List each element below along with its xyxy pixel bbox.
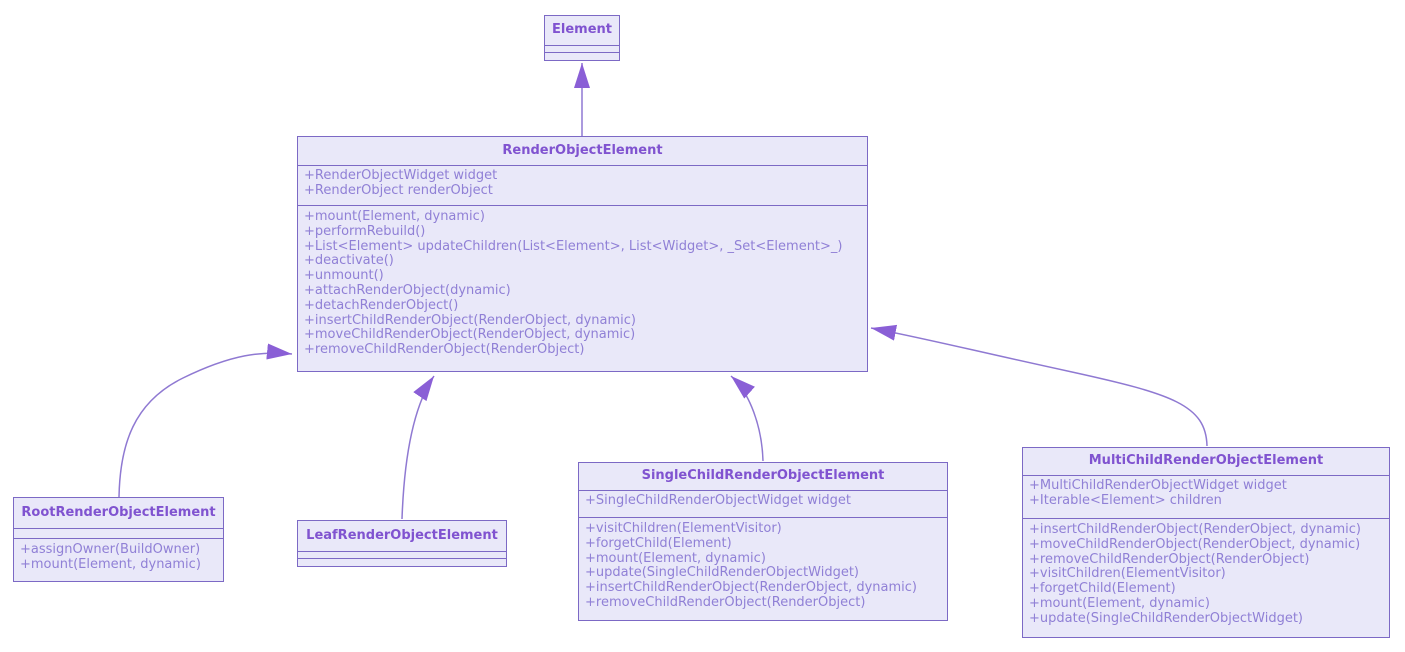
class-method: +assignOwner(BuildOwner) [20,542,201,557]
class-method: +insertChildRenderObject(RenderObject, d… [1029,522,1361,537]
class-method: +insertChildRenderObject(RenderObject, d… [585,580,917,596]
class-methods: +assignOwner(BuildOwner)+mount(Element, … [14,539,223,581]
class-method: +unmount() [304,268,384,284]
class-attribute: +RenderObjectWidget widget [304,168,498,183]
class-method: +removeChildRenderObject(RenderObject) [1029,551,1310,567]
class-attributes: +SingleChildRenderObjectWidget widget [579,491,947,518]
class-methods [298,559,506,566]
class-node-multi-child-render-object-element: MultiChildRenderObjectElement +MultiChil… [1022,447,1390,638]
class-method: +List<Element> updateChildren(List<Eleme… [304,238,843,254]
class-attributes: +MultiChildRenderObjectWidget widget+Ite… [1023,476,1389,519]
class-method: +moveChildRenderObject(RenderObject, dyn… [1029,536,1361,552]
edge-multichildrenderobjectelement-to-renderobjectelement [870,324,1208,447]
class-node-root-render-object-element: RootRenderObjectElement +assignOwner(Bui… [13,497,224,582]
class-name: Element [545,16,619,46]
class-node-element: Element [544,15,620,61]
class-methods: +visitChildren(ElementVisitor)+forgetChi… [579,518,947,620]
edge-leafrenderobjectelement-to-renderobjectelement [401,375,435,520]
class-method: +mount(Element, dynamic) [585,550,766,566]
class-attribute: +RenderObject renderObject [304,182,493,198]
class-method: +update(SingleChildRenderObjectWidget) [1029,610,1303,626]
class-attributes: +RenderObjectWidget widget+RenderObject … [298,166,867,206]
class-name: MultiChildRenderObjectElement [1023,448,1389,476]
class-node-single-child-render-object-element: SingleChildRenderObjectElement +SingleCh… [578,462,948,621]
class-attribute: +Iterable<Element> children [1029,492,1222,508]
class-method: +insertChildRenderObject(RenderObject, d… [304,312,636,328]
class-method: +mount(Element, dynamic) [304,209,485,224]
class-method: +mount(Element, dynamic) [1029,595,1210,611]
class-method: +mount(Element, dynamic) [20,556,201,572]
class-method: +visitChildren(ElementVisitor) [585,521,782,536]
class-methods: +mount(Element, dynamic)+performRebuild(… [298,206,867,371]
class-attribute: +MultiChildRenderObjectWidget widget [1029,478,1287,493]
class-method: +removeChildRenderObject(RenderObject) [304,342,585,358]
class-method: +detachRenderObject() [304,297,459,313]
class-method: +deactivate() [304,253,394,269]
class-attributes [545,46,619,53]
class-node-leaf-render-object-element: LeafRenderObjectElement [297,520,507,567]
class-method: +update(SingleChildRenderObjectWidget) [585,565,859,581]
class-method: +forgetChild(Element) [585,535,732,551]
edge-singlechildrenderobjectelement-to-renderobjectelement [730,375,764,462]
class-name: SingleChildRenderObjectElement [579,463,947,491]
class-method: +visitChildren(ElementVisitor) [1029,566,1226,582]
class-name: LeafRenderObjectElement [298,521,506,552]
class-attributes [298,552,506,559]
class-name: RootRenderObjectElement [14,498,223,529]
class-attribute: +SingleChildRenderObjectWidget widget [585,493,852,508]
class-methods [545,53,619,60]
class-method: +moveChildRenderObject(RenderObject, dyn… [304,327,636,343]
edge-rootrenderobjectelement-to-renderobjectelement [118,343,293,498]
class-method: +removeChildRenderObject(RenderObject) [585,594,866,610]
class-method: +attachRenderObject(dynamic) [304,282,511,298]
class-attributes [14,529,223,539]
class-name: RenderObjectElement [298,137,867,166]
class-method: +performRebuild() [304,223,426,239]
class-node-render-object-element: RenderObjectElement +RenderObjectWidget … [297,136,868,372]
class-methods: +insertChildRenderObject(RenderObject, d… [1023,519,1389,637]
class-method: +forgetChild(Element) [1029,581,1176,597]
